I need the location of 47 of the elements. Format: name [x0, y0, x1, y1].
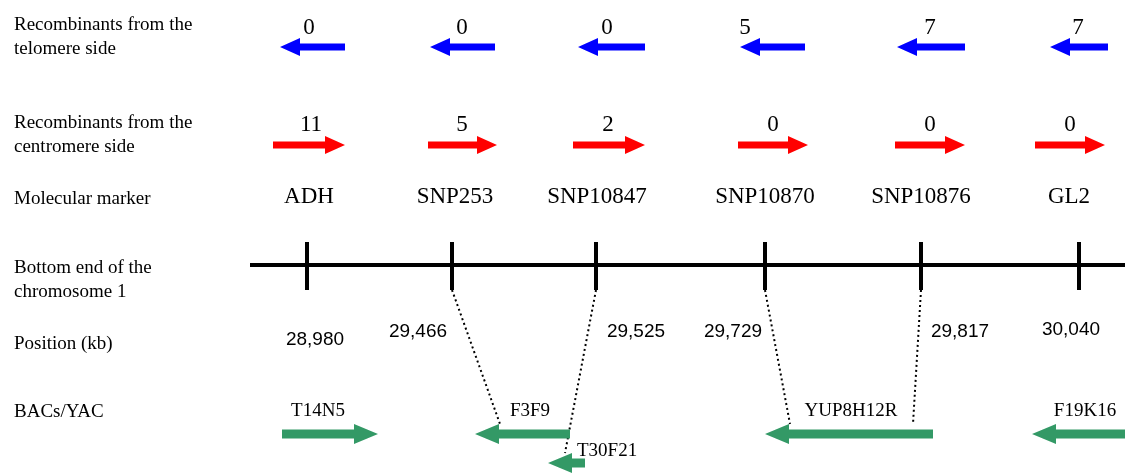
leader-line: [451, 289, 501, 425]
marker-name: SNP10870: [714, 182, 816, 210]
clone-arrow: [282, 424, 378, 444]
tick-mark: [450, 242, 454, 290]
recombinant-count: 0: [923, 111, 937, 137]
tick-mark: [763, 242, 767, 290]
recombinant-count: 0: [600, 14, 614, 40]
leader-line: [764, 289, 791, 425]
leader-line: [912, 289, 922, 425]
clone-name: T30F21: [577, 439, 638, 461]
row-heading: Position (kb): [14, 331, 114, 355]
recombinant-count: 7: [1071, 14, 1085, 40]
position-value: 29,525: [605, 320, 667, 342]
recombinant-count: 0: [455, 14, 469, 40]
recombinant-count: 0: [1063, 111, 1077, 137]
recombinant-count: 7: [923, 14, 937, 40]
clone-name: YUP8H12R: [803, 399, 899, 421]
recombinant-count: 2: [601, 111, 615, 137]
recombinant-count: 0: [302, 14, 316, 40]
position-value: 29,466: [387, 320, 449, 342]
tick-mark: [594, 242, 598, 290]
row-heading: Molecular marker: [14, 186, 152, 210]
clone-arrow: [475, 424, 570, 444]
row-heading: Recombinants from the telomere side: [14, 12, 194, 60]
clone-name: F3F9: [508, 399, 552, 421]
clone-arrow: [1032, 424, 1125, 444]
marker-name: ADH: [283, 182, 335, 210]
marker-name: GL2: [1046, 182, 1092, 210]
row-heading: Bottom end of the chromosome 1: [14, 255, 153, 303]
marker-name: SNP253: [415, 182, 495, 210]
row-heading: BACs/YAC: [14, 399, 105, 423]
marker-name: SNP10847: [546, 182, 648, 210]
marker-name: SNP10876: [870, 182, 972, 210]
recombinant-count: 11: [298, 111, 324, 137]
position-value: 29,817: [929, 320, 991, 342]
position-value: 28,980: [284, 328, 346, 350]
position-value: 29,729: [702, 320, 764, 342]
position-value: 30,040: [1040, 318, 1102, 340]
recombinant-count: 5: [738, 14, 752, 40]
row-heading: Recombinants from the centromere side: [14, 110, 194, 158]
recombinant-count: 0: [766, 111, 780, 137]
clone-name: F19K16: [1052, 399, 1118, 421]
clone-name: T14N5: [290, 399, 346, 421]
tick-mark: [919, 242, 923, 290]
clone-arrow: [765, 424, 933, 444]
leader-line: [564, 289, 597, 454]
recombinant-count: 5: [455, 111, 469, 137]
